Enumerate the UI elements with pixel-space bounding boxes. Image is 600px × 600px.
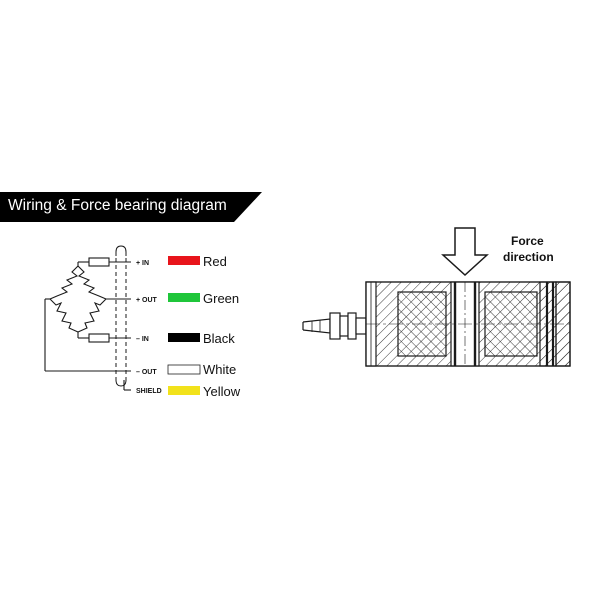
wire-color-white: White (203, 362, 236, 377)
pin-label-plus-in: + IN (136, 260, 149, 267)
load-cell-drawing (302, 281, 571, 367)
swatch-black (168, 333, 200, 342)
swatch-yellow (168, 386, 200, 395)
pin-label-plus-out: + OUT (136, 297, 158, 304)
pin-label-minus-out: – OUT (136, 369, 157, 376)
cable (302, 312, 367, 340)
compensation-resistor-bottom (88, 333, 110, 343)
resistor-bottom-right (77, 298, 107, 333)
force-label-line2: direction (503, 250, 554, 264)
resistor-top-right (77, 265, 107, 300)
resistor-top-left (49, 265, 79, 300)
title-banner (0, 192, 262, 222)
wire-color-green: Green (203, 291, 239, 306)
force-label-line1: Force (511, 234, 544, 248)
force-arrow-icon (441, 227, 489, 277)
wheatstone-bridge (44, 257, 131, 391)
cable-gland (329, 312, 341, 340)
pin-label-minus-in: – IN (136, 336, 149, 343)
swatch-red (168, 256, 200, 265)
page-title: Wiring & Force bearing diagram (8, 197, 227, 214)
swatch-white (167, 364, 201, 375)
wire-color-black: Black (203, 331, 235, 346)
wire-color-yellow: Yellow (203, 384, 241, 399)
compensation-resistor-top (88, 257, 110, 267)
pin-label-shield: SHIELD (136, 388, 162, 395)
resistor-bottom-left (49, 298, 79, 333)
swatch-green (168, 293, 200, 302)
cable-shield-sleeve (115, 245, 127, 387)
wire-color-red: Red (203, 254, 227, 269)
